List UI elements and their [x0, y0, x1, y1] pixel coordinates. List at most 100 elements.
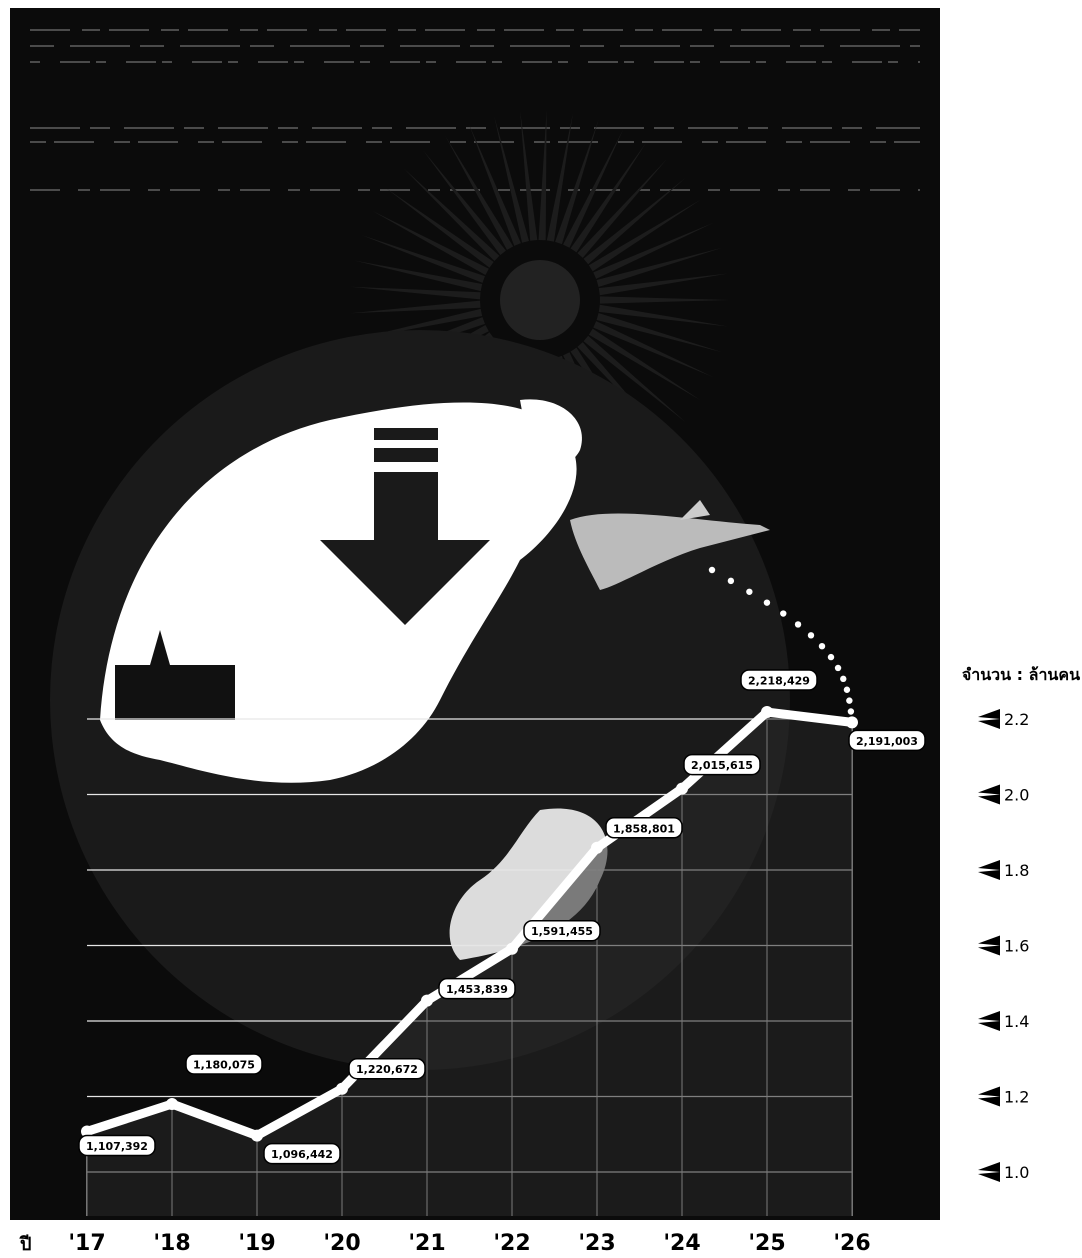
data-label-pill — [263, 1142, 341, 1165]
y-tick-arrow-icon — [978, 784, 1000, 805]
trail-dot — [763, 599, 771, 606]
trail-dot — [846, 697, 853, 704]
trail-dot — [708, 566, 716, 574]
x-tick-label: '22 — [493, 1231, 530, 1256]
x-tick-label: '23 — [578, 1231, 615, 1256]
y-tick-label: 2.0 — [1004, 786, 1029, 805]
sun-ray — [593, 222, 714, 279]
sun-ray — [386, 188, 494, 268]
sun-ray — [494, 115, 530, 243]
data-point — [251, 1129, 263, 1142]
y-tick-arrow-icon — [978, 1162, 1000, 1182]
sun-ray — [555, 119, 599, 245]
sun-ray — [598, 273, 729, 296]
y-tick-label: 1.6 — [1004, 937, 1029, 956]
down-arrow-icon — [320, 428, 490, 625]
sun-ray — [598, 304, 729, 327]
data-label: 2,015,615 — [691, 759, 753, 772]
data-label-pill — [605, 817, 683, 839]
temple-icon — [115, 630, 235, 720]
y-tick-label: 1.4 — [1004, 1012, 1029, 1031]
sun-ray — [468, 123, 521, 246]
airplane-icon — [570, 500, 770, 590]
data-label-pill — [78, 1134, 156, 1157]
data-point — [81, 1125, 93, 1138]
series-polyline — [82, 707, 857, 1141]
y-tick-label: 1.0 — [1004, 1163, 1029, 1182]
sun-ray — [445, 135, 514, 250]
x-tick-label: '19 — [238, 1231, 275, 1256]
sun-ray — [546, 112, 573, 242]
y-tick-label: 2.2 — [1004, 710, 1029, 729]
sun-ray — [588, 328, 702, 401]
data-label-pill — [348, 1057, 426, 1080]
sun-ray — [350, 300, 481, 314]
y-tick-arrow-icon — [978, 935, 1000, 956]
data-point — [761, 706, 773, 719]
sun-ray — [599, 296, 730, 304]
x-tick-label: '20 — [323, 1231, 360, 1256]
flight-trail — [708, 566, 856, 726]
x-tick-label: '18 — [153, 1231, 190, 1256]
trail-dot — [794, 621, 802, 628]
y-tick-arrow-icon — [978, 709, 1000, 729]
x-axis: '17'18'19'20'21'22'23'24'25'26ปี — [19, 1231, 871, 1256]
data-label: 1,453,839 — [446, 983, 508, 996]
data-point — [676, 782, 688, 795]
trail-dot — [818, 642, 826, 650]
trail-dot — [807, 632, 815, 639]
sun-ray — [583, 177, 686, 265]
trail-dot — [848, 719, 856, 726]
trail-dot — [847, 708, 855, 715]
y-tick-arrow-icon — [978, 1011, 1000, 1031]
y-tick-arrow-icon — [978, 860, 1000, 880]
data-label-pill — [740, 669, 818, 691]
sun-ray — [583, 335, 686, 423]
sun-ray — [538, 110, 547, 241]
sun-ray — [403, 168, 500, 261]
sun-ray — [361, 235, 485, 283]
data-label: 1,858,801 — [613, 822, 675, 835]
x-tick-label: '24 — [663, 1231, 700, 1256]
data-label: 1,591,455 — [531, 925, 593, 938]
sun-ray — [588, 199, 702, 272]
trail-dot — [834, 664, 842, 672]
sun-ray — [577, 158, 668, 258]
trail-dot — [840, 675, 847, 683]
data-labels: 1,107,392 1,180,075 1,096,442 1,220,672 1,45… — [78, 669, 926, 1165]
trail-dot — [780, 610, 787, 617]
data-point — [506, 942, 518, 955]
y-axis-title: จำนวน : ล้านคน — [962, 665, 1080, 684]
sun-ray — [520, 111, 538, 241]
data-label: 1,096,442 — [271, 1148, 333, 1161]
y-tick-label: 1.2 — [1004, 1088, 1029, 1107]
data-label-pill — [683, 753, 761, 776]
sun-ray — [596, 247, 723, 287]
y-axis: จำนวน : ล้านคน 1.0 1.2 1.4 1.6 1.8 2.0 2.2 — [962, 665, 1080, 1182]
sun-ray — [354, 260, 483, 292]
data-label: 2,191,003 — [856, 735, 918, 748]
x-axis-title: ปี — [19, 1234, 32, 1255]
data-label-pill — [523, 919, 601, 942]
data-point — [591, 841, 603, 854]
x-tick-label: '26 — [833, 1231, 870, 1256]
data-label: 1,180,075 — [193, 1059, 255, 1072]
sun-ray — [372, 210, 489, 276]
data-label: 1,107,392 — [86, 1140, 148, 1153]
trail-dot — [746, 588, 753, 595]
trail-dot — [727, 577, 735, 585]
x-tick-label: '17 — [68, 1231, 105, 1256]
y-tick-label: 1.8 — [1004, 861, 1029, 880]
x-tick-label: '25 — [748, 1231, 785, 1256]
sun-ray — [596, 313, 723, 353]
data-point — [336, 1082, 348, 1095]
sun-ray — [593, 321, 714, 378]
sun-ray — [350, 286, 481, 300]
data-label-pill — [848, 729, 926, 752]
sun-ray — [570, 142, 647, 253]
data-label: 1,220,672 — [356, 1063, 418, 1076]
data-label: 2,218,429 — [748, 675, 810, 688]
y-tick-arrow-icon — [978, 1086, 1000, 1107]
data-label-pill — [185, 1053, 263, 1075]
